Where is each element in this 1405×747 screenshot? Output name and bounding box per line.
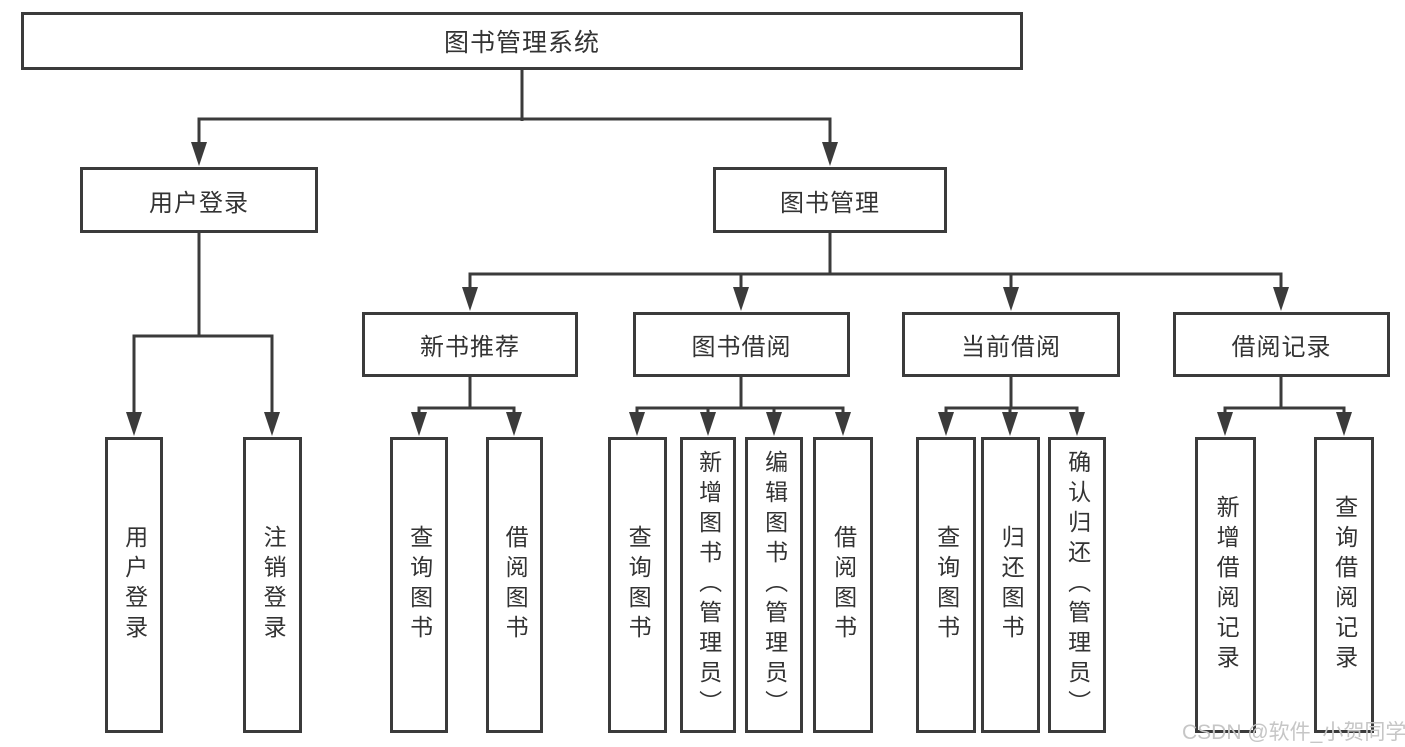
leaf-confirm-return-admin-label: 确认归还（管理员）: [1064, 450, 1091, 720]
leaf-borrow-books-recommend: 借阅图书: [486, 437, 543, 733]
leaf-query-books-borrowing-label: 查询图书: [625, 525, 652, 645]
arrowhead-down-icon: [126, 412, 142, 436]
leaf-confirm-return-admin: 确认归还（管理员）: [1048, 437, 1106, 733]
node-new-book-recommend-label: 新书推荐: [420, 334, 520, 361]
node-book-management: 图书管理: [713, 167, 947, 233]
arrowhead-down-icon: [822, 142, 838, 166]
node-current-borrowing: 当前借阅: [902, 312, 1120, 377]
node-borrowing-records: 借阅记录: [1173, 312, 1390, 377]
leaf-return-books-label: 归还图书: [998, 525, 1025, 645]
leaf-query-books-borrowing: 查询图书: [608, 437, 667, 733]
node-user-login: 用户登录: [80, 167, 318, 233]
arrowhead-down-icon: [1069, 412, 1085, 436]
arrowhead-down-icon: [462, 287, 478, 311]
leaf-user-login-label: 用户登录: [121, 525, 148, 645]
csdn-watermark: CSDN @软件_小贺同学: [1182, 721, 1405, 744]
leaf-add-book-admin-label: 新增图书（管理员）: [695, 450, 722, 720]
arrowhead-down-icon: [1002, 412, 1018, 436]
leaf-return-books: 归还图书: [981, 437, 1040, 733]
arrowhead-down-icon: [1217, 412, 1233, 436]
leaf-query-borrow-record: 查询借阅记录: [1314, 437, 1374, 733]
node-book-management-label: 图书管理: [780, 189, 880, 217]
leaf-edit-book-admin-label: 编辑图书（管理员）: [761, 450, 788, 720]
arrowhead-down-icon: [766, 412, 782, 436]
arrowhead-down-icon: [411, 412, 427, 436]
node-borrowing-records-label: 借阅记录: [1231, 334, 1332, 361]
arrowhead-down-icon: [1336, 412, 1352, 436]
leaf-add-book-admin: 新增图书（管理员）: [680, 437, 736, 733]
leaf-query-borrow-record-label: 查询借阅记录: [1331, 495, 1358, 675]
leaf-add-borrow-record: 新增借阅记录: [1195, 437, 1256, 733]
node-book-borrowing-label: 图书借阅: [691, 334, 792, 361]
arrowhead-down-icon: [1003, 287, 1019, 311]
leaf-query-books-current: 查询图书: [916, 437, 976, 733]
node-new-book-recommend: 新书推荐: [362, 312, 578, 377]
leaf-borrow-books: 借阅图书: [813, 437, 873, 733]
node-user-login-label: 用户登录: [149, 189, 249, 217]
leaf-query-books-recommend-label: 查询图书: [406, 525, 433, 645]
leaf-add-borrow-record-label: 新增借阅记录: [1213, 495, 1240, 675]
leaf-user-login: 用户登录: [105, 437, 163, 733]
arrowhead-down-icon: [700, 412, 716, 436]
arrowhead-down-icon: [938, 412, 954, 436]
leaf-borrow-books-recommend-label: 借阅图书: [502, 525, 529, 645]
arrowhead-down-icon: [835, 412, 851, 436]
node-root-label: 图书管理系统: [443, 29, 600, 57]
leaf-logout: 注销登录: [243, 437, 302, 733]
leaf-edit-book-admin: 编辑图书（管理员）: [745, 437, 803, 733]
leaf-logout-label: 注销登录: [260, 525, 287, 645]
leaf-query-books-recommend: 查询图书: [390, 437, 448, 733]
arrowhead-down-icon: [191, 142, 207, 166]
leaf-borrow-books-label: 借阅图书: [830, 525, 857, 645]
node-current-borrowing-label: 当前借阅: [961, 334, 1061, 361]
node-book-borrowing: 图书借阅: [633, 312, 850, 377]
leaf-query-books-current-label: 查询图书: [933, 525, 960, 645]
arrowhead-down-icon: [1273, 287, 1289, 311]
arrowhead-down-icon: [264, 412, 280, 436]
node-root: 图书管理系统: [21, 12, 1023, 70]
arrowhead-down-icon: [506, 412, 522, 436]
arrowhead-down-icon: [733, 287, 749, 311]
arrowhead-down-icon: [629, 412, 645, 436]
